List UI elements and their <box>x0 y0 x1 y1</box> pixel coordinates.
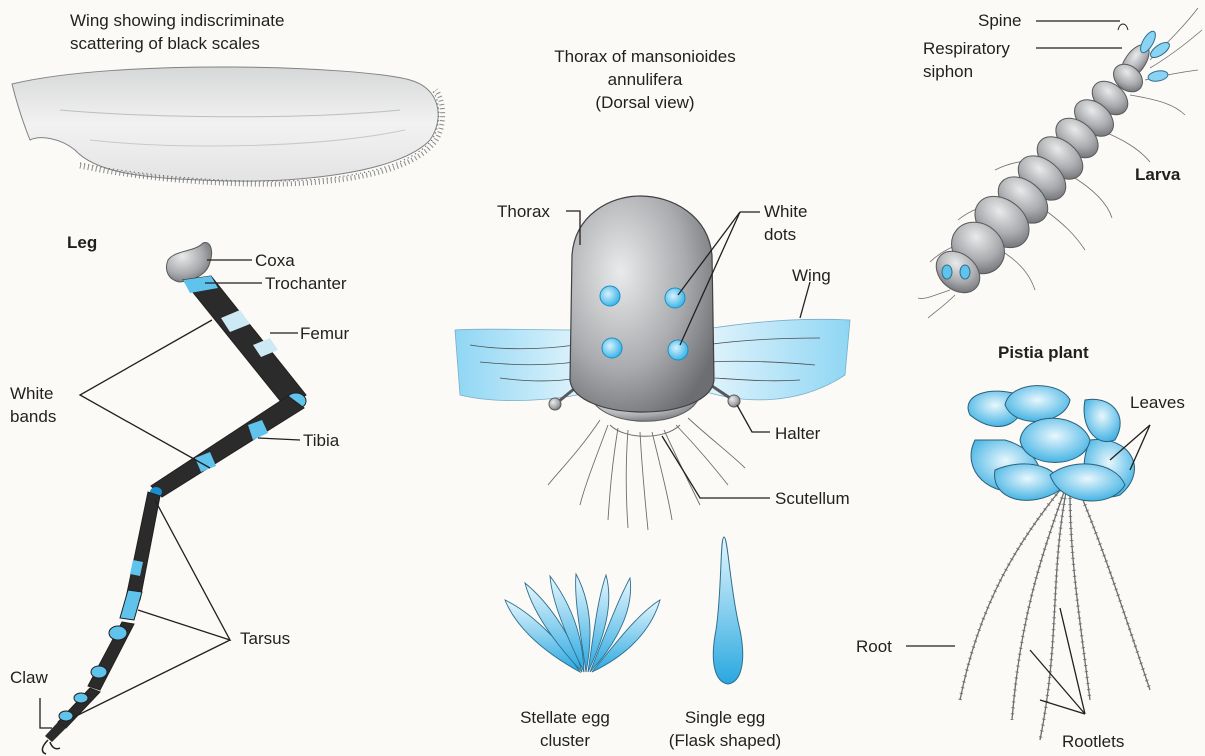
leg-leader-lines <box>40 260 300 728</box>
root-label: Root <box>856 636 892 657</box>
femur-label: Femur <box>300 323 349 344</box>
single-egg-label-line1: Single egg <box>655 707 795 728</box>
leg-illustration <box>42 242 306 754</box>
claw-label: Claw <box>10 667 48 688</box>
wing-illustration <box>12 67 443 184</box>
white-bands-label-line2: bands <box>10 406 56 427</box>
larva-leader-lines <box>1036 21 1122 48</box>
stellate-egg-label-line2: cluster <box>505 730 625 751</box>
wing-label: Wing <box>792 265 831 286</box>
spine-label: Spine <box>978 10 1021 31</box>
pistia-plant-illustration <box>960 386 1150 740</box>
thorax-label: Thorax <box>497 201 550 222</box>
thorax-title-line1: Thorax of mansonioides <box>520 46 770 67</box>
siphon-label-line1: Respiratory <box>923 38 1010 59</box>
leg-title: Leg <box>67 232 97 253</box>
wing-caption-line2: scattering of black scales <box>70 33 260 54</box>
coxa-label: Coxa <box>255 250 295 271</box>
thorax-illustration <box>455 196 850 530</box>
leaves-label: Leaves <box>1130 392 1185 413</box>
halter-label: Halter <box>775 423 820 444</box>
stellate-egg-label-line1: Stellate egg <box>505 707 625 728</box>
white-bands-label-line1: White <box>10 383 53 404</box>
rootlets-label: Rootlets <box>1062 731 1124 752</box>
scutellum-label: Scutellum <box>775 488 850 509</box>
trochanter-label: Trochanter <box>265 273 347 294</box>
thorax-title-line2: annulifera <box>520 69 770 90</box>
larva-title: Larva <box>1135 164 1180 185</box>
single-egg-illustration <box>713 537 742 684</box>
tibia-label: Tibia <box>303 430 339 451</box>
white-dots-label-line1: White <box>764 201 807 222</box>
stellate-egg-cluster-illustration <box>505 574 660 672</box>
single-egg-label-line2: (Flask shaped) <box>655 730 795 751</box>
tarsus-label: Tarsus <box>240 628 290 649</box>
wing-caption-line1: Wing showing indiscriminate <box>70 10 284 31</box>
thorax-title-line3: (Dorsal view) <box>520 92 770 113</box>
pistia-title: Pistia plant <box>998 342 1089 363</box>
siphon-label-line2: siphon <box>923 61 973 82</box>
white-dots-label-line2: dots <box>764 224 796 245</box>
